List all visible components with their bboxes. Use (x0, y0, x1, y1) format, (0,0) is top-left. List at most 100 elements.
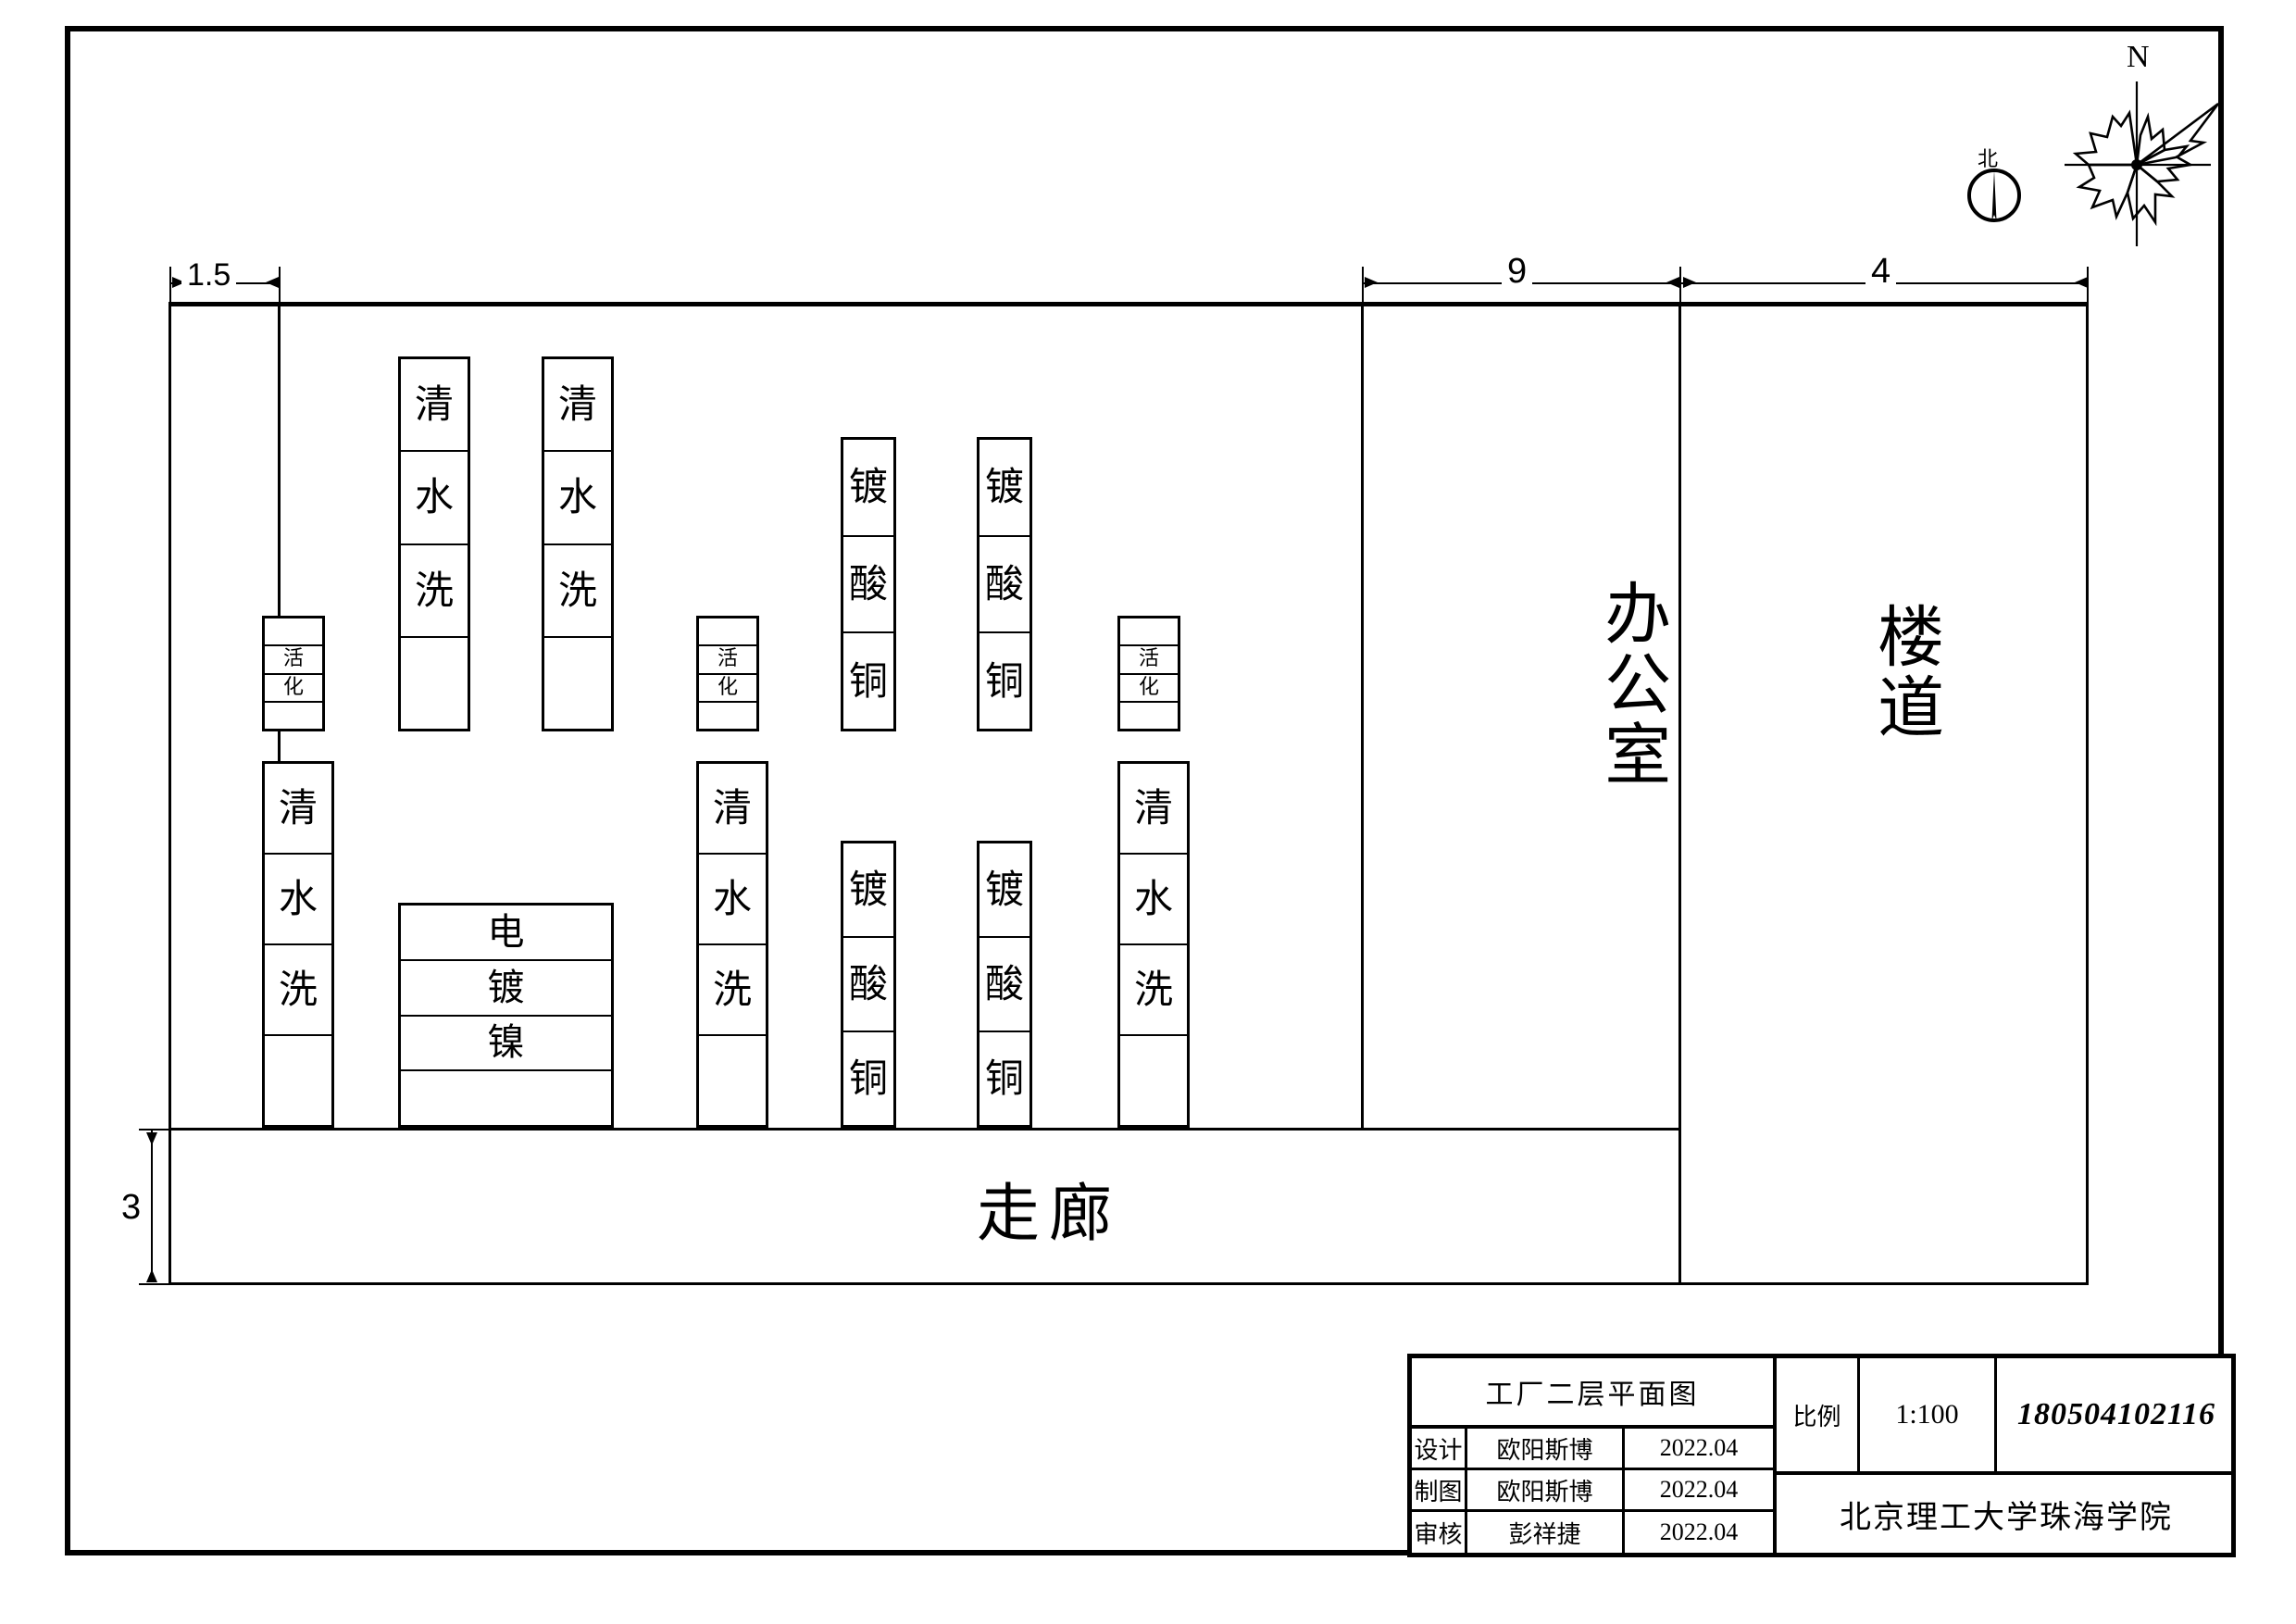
tank-cell (699, 618, 756, 647)
tank-cell: 清 (265, 764, 331, 855)
tank-cell: 清 (699, 764, 766, 855)
sheet-border (65, 26, 2224, 1555)
tank-cell (401, 638, 468, 729)
tank-cell (1120, 618, 1178, 647)
extension-line-right (2087, 267, 2089, 306)
scale-and-code-row: 比例 1:100 180504102116 (1777, 1358, 2236, 1476)
date-cell: 2022.04 (1659, 1434, 1739, 1462)
room-label-stairwell: 楼道 (1866, 602, 1944, 743)
tank-cell (544, 638, 611, 729)
date-cell: 2022.04 (1659, 1518, 1739, 1546)
tank-cell: 化 (1120, 675, 1178, 703)
tank-rinse-4[interactable]: 清 水 洗 (696, 761, 768, 1128)
tank-cell: 洗 (544, 545, 611, 638)
dimension-label: 3 (116, 1188, 147, 1228)
tank-cell: 酸 (980, 938, 1029, 1032)
arrow-left-icon (1683, 277, 1696, 288)
tank-cell (265, 618, 322, 647)
tank-activation-2[interactable]: 活 化 (696, 616, 759, 731)
tank-cell: 电 (401, 906, 611, 961)
tank-cell: 洗 (265, 945, 331, 1036)
tank-cell: 清 (401, 359, 468, 453)
arrow-top-icon (146, 1132, 157, 1145)
compass-group: 北 N (1944, 40, 2240, 250)
tank-cell: 清 (544, 359, 611, 453)
tank-cell (265, 703, 322, 729)
tank-cell: 镀 (843, 843, 893, 938)
tank-acid-copper-2[interactable]: 镀 酸 铜 (977, 437, 1032, 731)
student-code: 180504102116 (2016, 1397, 2216, 1432)
room-label-office: 办公室 (1592, 579, 1671, 790)
tank-cell: 水 (265, 855, 331, 945)
tank-cell: 镀 (980, 843, 1029, 938)
tank-cell: 水 (699, 855, 766, 945)
tank-cell: 铜 (984, 657, 1024, 704)
arrow-bottom-icon (146, 1269, 157, 1282)
tank-cell: 清 (1120, 764, 1187, 855)
north-letter-label: N (2127, 40, 2150, 74)
tank-cell: 化 (265, 675, 322, 703)
wall-office-left (1361, 302, 1364, 1128)
tank-acid-copper-4[interactable]: 镀 酸 铜 (977, 841, 1032, 1128)
drawing-title-cell: 工厂二层平面图 (1412, 1358, 1773, 1430)
extension-line-left (169, 267, 171, 306)
tank-cell: 镍 (401, 1017, 611, 1072)
tank-cell: 镀 (843, 440, 893, 537)
role-cell: 制图 (1412, 1470, 1467, 1510)
dimension-label: 4 (1866, 252, 1897, 292)
tank-cell: 化 (699, 675, 756, 703)
title-block-row: 制图 欧阳斯博 2022.04 (1412, 1470, 1773, 1513)
name-cell: 欧阳斯博 (1467, 1470, 1625, 1510)
tank-cell (1120, 703, 1178, 729)
wall-top (168, 302, 2089, 306)
tank-acid-copper-3[interactable]: 镀 酸 铜 (841, 841, 896, 1128)
dimension-line (151, 1131, 153, 1282)
tank-cell (265, 1036, 331, 1125)
scale-value: 1:100 (1860, 1358, 1997, 1472)
tank-rinse-3[interactable]: 清 水 洗 (262, 761, 334, 1128)
title-block-row: 设计 欧阳斯博 2022.04 (1412, 1429, 1773, 1471)
north-circle-label: 北 (1978, 148, 1999, 171)
tank-cell: 活 (1120, 646, 1178, 675)
room-label-corridor: 走廊 (977, 1178, 1122, 1251)
tank-rinse-1[interactable]: 清 水 洗 (398, 356, 470, 731)
tank-cell: 酸 (843, 938, 893, 1032)
scale-label: 比例 (1777, 1358, 1860, 1472)
tank-cell: 活 (265, 646, 322, 675)
tank-cell: 洗 (401, 545, 468, 638)
wall-stairwell-left (1678, 302, 1681, 1285)
arrow-right-icon (1666, 277, 1679, 288)
tank-cell: 酸 (843, 537, 893, 634)
tank-cell (401, 1071, 611, 1125)
extension-line-bottom (139, 1283, 174, 1285)
tank-cell: 水 (544, 452, 611, 545)
tank-cell: 铜 (848, 1056, 888, 1101)
wall-corridor-top (168, 1128, 1681, 1131)
title-block-right: 比例 1:100 180504102116 北京理工大学珠海学院 (1773, 1358, 2236, 1553)
arrow-left-icon (1365, 277, 1378, 288)
tank-cell: 洗 (1120, 945, 1187, 1036)
name-cell: 彭祥捷 (1467, 1512, 1625, 1553)
tank-rinse-5[interactable]: 清 水 洗 (1117, 761, 1190, 1128)
role-cell: 审核 (1412, 1512, 1467, 1553)
student-code-cell: 180504102116 (1997, 1358, 2236, 1471)
tank-cell: 铜 (984, 1056, 1024, 1101)
institution-cell: 北京理工大学珠海学院 (1777, 1475, 2236, 1553)
tank-cell (699, 703, 756, 729)
tank-rinse-2[interactable]: 清 水 洗 (542, 356, 614, 731)
arrow-right-icon (2075, 277, 2088, 288)
arrow-right-icon (266, 277, 279, 288)
tank-cell: 镀 (401, 961, 611, 1017)
tank-nickel-plating[interactable]: 电 镀 镍 (398, 903, 614, 1128)
extension-line-right (1679, 267, 1681, 306)
wind-rose-icon (2065, 81, 2220, 246)
title-block-row: 审核 彭祥捷 2022.04 (1412, 1512, 1773, 1553)
tank-cell: 水 (1120, 855, 1187, 945)
tank-acid-copper-1[interactable]: 镀 酸 铜 (841, 437, 896, 731)
tank-activation-1[interactable]: 活 化 (262, 616, 325, 731)
wall-right-outer (2086, 302, 2089, 1285)
tank-cell: 镀 (980, 440, 1029, 537)
tank-activation-3[interactable]: 活 化 (1117, 616, 1180, 731)
name-cell: 欧阳斯博 (1467, 1429, 1625, 1468)
drawing-title: 工厂二层平面图 (1485, 1379, 1700, 1412)
